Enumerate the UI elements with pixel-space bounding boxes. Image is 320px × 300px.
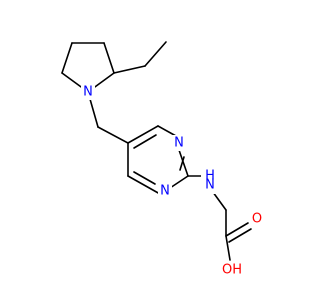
atom-nh-n-label: N [205, 178, 215, 193]
bond-pyrimidine-double-3 [133, 171, 156, 185]
atom-n-pyrimidine-top: N [172, 135, 186, 151]
atom-n-pyrrolidine: N [81, 84, 95, 100]
atom-oh: OH [220, 262, 244, 278]
bond-pyrrolidine-4 [103, 42, 115, 74]
bond-pyrimidine-c2-n3 [169, 175, 189, 189]
bond-c-oh [225, 235, 231, 261]
bond-ethyl-2 [144, 41, 167, 67]
atom-n-pyrimidine-top-label: N [174, 136, 184, 151]
molecule-structure: N N N H N O OH [61, 41, 264, 278]
atom-nh: H N [201, 166, 219, 194]
bond-ch2-c5 [97, 126, 129, 144]
bond-pyrimidine-c5-c6 [127, 125, 159, 144]
atom-nh-h-label: H [205, 169, 215, 184]
atom-n-pyrimidine-bottom: N [158, 183, 172, 199]
bond-pyrimidine-double-1 [133, 134, 157, 149]
bond-pyrimidine-double-2 [179, 156, 185, 171]
bond-c-o-double-2 [228, 228, 252, 243]
bond-ethyl-1 [113, 65, 146, 74]
bond-pyrimidine-n1-c2 [178, 149, 189, 177]
atom-o-carbonyl-label: O [252, 212, 262, 227]
atom-o-carbonyl: O [250, 211, 264, 227]
bond-pyrimidine-c6-n1 [157, 125, 177, 137]
atom-n-pyrrolidine-label: N [83, 85, 93, 100]
bond-pyrrolidine-2 [61, 42, 73, 74]
atom-n-pyrimidine-bottom-label: N [160, 184, 170, 199]
atom-oh-label: OH [222, 263, 242, 278]
bond-c-o-double-1 [225, 222, 249, 237]
bond-pyrimidine-n3-c4 [127, 175, 161, 195]
